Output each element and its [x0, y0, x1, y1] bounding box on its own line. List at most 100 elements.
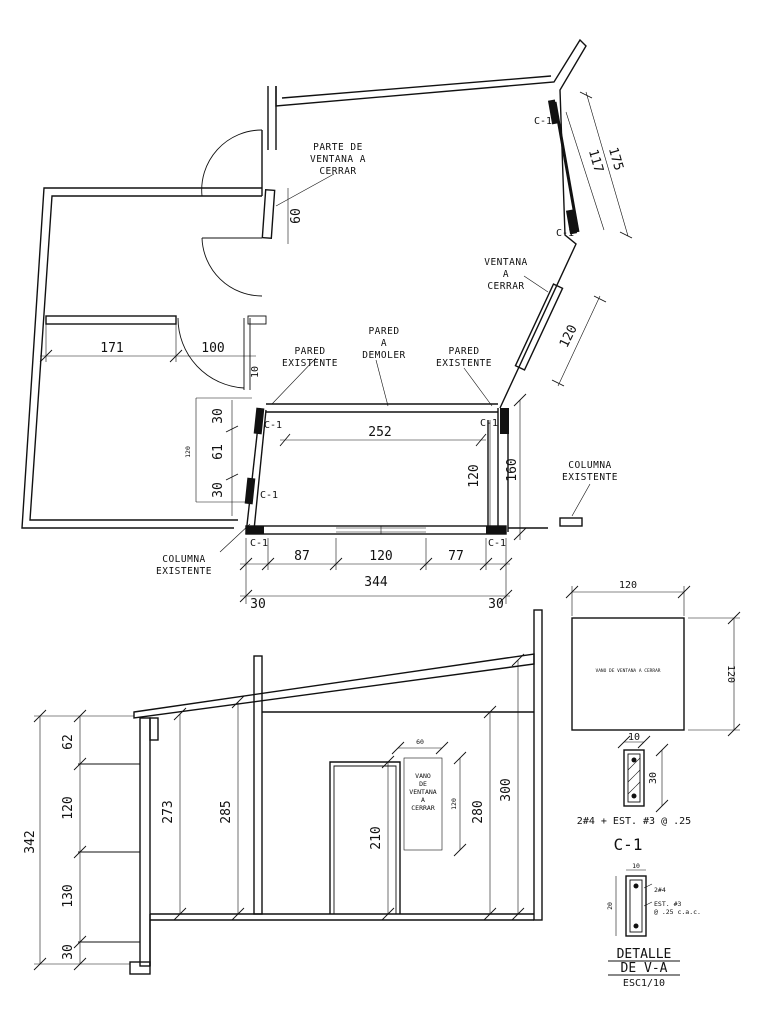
dim-210: 210 [369, 826, 384, 849]
label-wall-existing-left: EXISTENTE [282, 358, 338, 369]
plan-dimensions [39, 91, 633, 604]
dim-30-bot: 30 [211, 482, 226, 498]
tag-c1: C-1 [556, 228, 574, 239]
column-c1 [246, 526, 264, 534]
label-window-part: PARTE DE [313, 142, 363, 153]
label-vano: VANO [415, 772, 431, 780]
beam-note-stirrup: EST. #3 [654, 900, 681, 908]
plan-outer-wall-left-inner [29, 195, 262, 521]
dim-342: 342 [23, 830, 38, 853]
beam-title: DETALLE [617, 947, 672, 962]
col-dim-h: 30 [648, 772, 659, 784]
rebar [633, 883, 639, 889]
label-window-close: CERRAR [487, 281, 524, 292]
section-footing [129, 961, 151, 975]
dim-62: 62 [61, 734, 76, 750]
dim-175: 175 [605, 146, 626, 173]
window-angled-top [553, 101, 580, 233]
label-column-existing-bottom: EXISTENTE [156, 566, 212, 577]
column-c1 [565, 209, 578, 235]
dim-61: 61 [211, 444, 226, 460]
wall-stub [247, 315, 267, 325]
window-part-to-close [261, 189, 276, 240]
tag-c1: C-1 [264, 420, 282, 431]
column-detail: 10 30 2#4 + EST. #3 @ .25 C-1 [577, 732, 691, 854]
dim-171: 171 [100, 341, 123, 356]
leader [275, 173, 335, 207]
beam-detail: 10 20 2#4 EST. #3 @ .25 c.a.c. DETALLE D… [606, 862, 701, 989]
dim-160: 160 [505, 458, 520, 481]
dim-285: 285 [219, 800, 234, 823]
dim-60-vano: 60 [416, 738, 424, 746]
dim-120-left: 120 [184, 446, 192, 458]
section-left-wall [139, 717, 151, 967]
label-window-close: A [503, 269, 509, 280]
column-existing-right [559, 517, 583, 527]
door-swing-mid [201, 237, 263, 297]
dim-120-window: 120 [557, 323, 581, 351]
column-c1 [547, 99, 560, 125]
floor-plan: PARTE DE VENTANA A CERRAR VENTANA A CERR… [21, 38, 633, 612]
dim-300: 300 [499, 778, 514, 801]
rebar [633, 923, 639, 929]
tag-c1: C-1 [488, 538, 506, 549]
beam-scale: ESC1/10 [623, 978, 665, 989]
elev-inner-label: VANO DE VENTANA A CERRAR [595, 668, 660, 674]
leader [571, 483, 591, 517]
leader [219, 523, 251, 553]
dim-120-right: 120 [467, 464, 482, 487]
section-left-wall-top [149, 717, 159, 741]
dim-252: 252 [368, 425, 391, 440]
section-right-wall [533, 609, 543, 921]
label-wall-existing-left: PARED [294, 346, 325, 357]
dim-30-bl: 30 [250, 597, 266, 612]
dim-280: 280 [471, 800, 486, 823]
label-window-part: VENTANA A [310, 154, 366, 165]
door-swing-top [201, 129, 263, 197]
column-c1 [500, 408, 509, 434]
dim-344: 344 [364, 575, 388, 590]
col-tag: C-1 [614, 835, 643, 854]
section-door [329, 761, 401, 914]
section-roof [133, 653, 535, 719]
label-wall-demolish: A [381, 338, 387, 349]
dim-100: 100 [201, 341, 224, 356]
window-angled-right [514, 283, 564, 371]
column-stirrup [627, 753, 641, 803]
section-view: 342 62 120 130 30 273 285 210 280 300 60… [23, 609, 543, 975]
label-wall-demolish: DEMOLER [362, 350, 406, 361]
plan-outer-wall-left [21, 187, 262, 529]
plan-outer-wall-top [275, 38, 587, 409]
dim-273: 273 [161, 800, 176, 823]
tag-c1: C-1 [480, 418, 498, 429]
label-vano: VENTANA [409, 788, 436, 796]
label-wall-existing-right: EXISTENTE [436, 358, 492, 369]
dim-30: 30 [61, 944, 76, 960]
dim-120-vano: 120 [450, 798, 458, 810]
label-column-existing-bottom: COLUMNA [162, 554, 206, 565]
elev-top-dim: 120 [619, 580, 637, 591]
dim-30-top: 30 [211, 408, 226, 424]
label-wall-demolish: PARED [368, 326, 399, 337]
beam-title: DE V-A [621, 961, 668, 976]
dim-30-br: 30 [488, 597, 504, 612]
label-column-existing-right: COLUMNA [568, 460, 612, 471]
door-swing-low [177, 317, 245, 389]
dim-77: 77 [448, 549, 464, 564]
leader [523, 275, 549, 293]
dim-117: 117 [585, 148, 606, 175]
column-c1 [486, 526, 506, 534]
dim-87: 87 [294, 549, 310, 564]
section-door-inner [333, 765, 397, 914]
column-c1 [244, 477, 256, 505]
leader [463, 367, 493, 407]
window-elevation: 120 120 VANO DE VENTANA A CERRAR [565, 580, 741, 737]
elev-side-dim: 120 [725, 665, 736, 683]
label-window-part: CERRAR [319, 166, 356, 177]
beam-stirrup [629, 879, 643, 933]
col-dim-w: 10 [628, 732, 640, 743]
beam-note-spacing: @ .25 c.a.c. [654, 908, 701, 916]
elevation-square [571, 617, 685, 731]
column-section [623, 749, 645, 807]
